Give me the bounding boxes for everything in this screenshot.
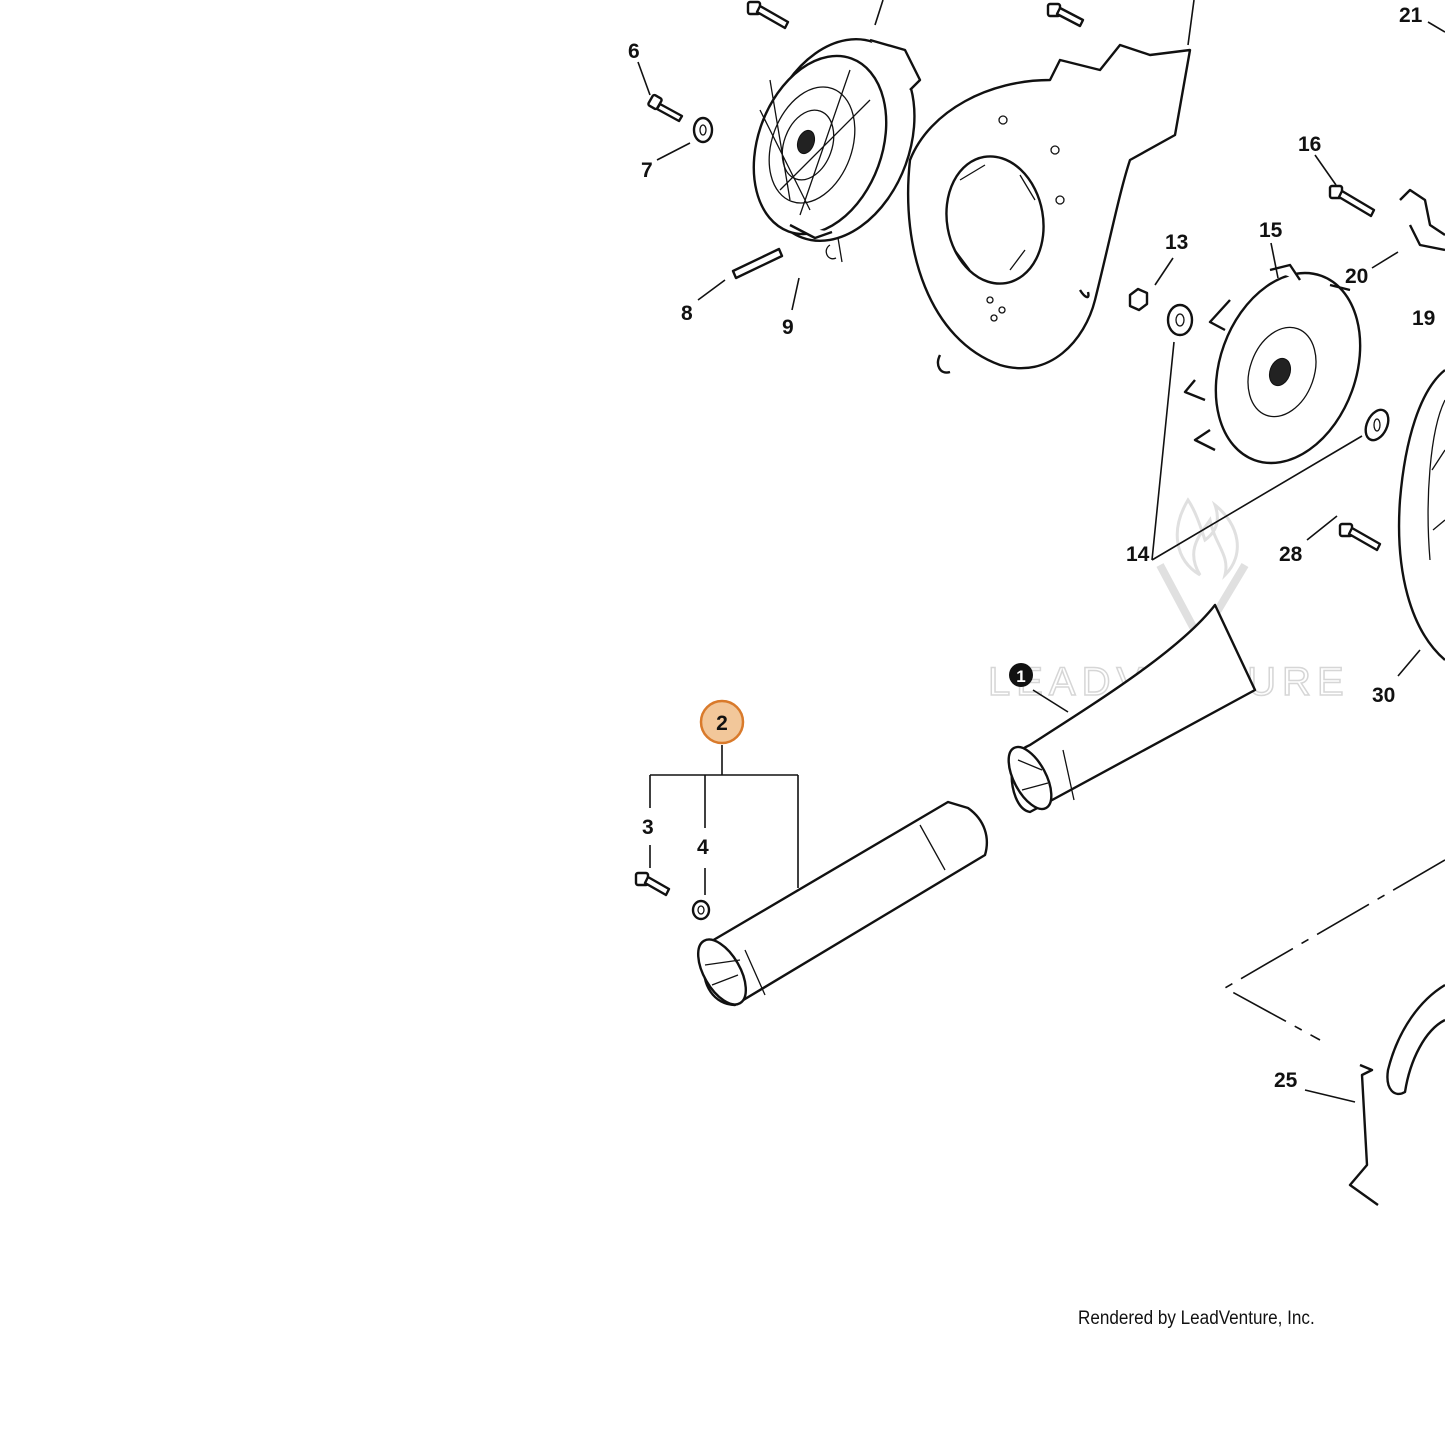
callout-28: 28 — [1279, 543, 1303, 566]
bolt-top-left — [746, 0, 790, 30]
rendered-by-credit: Rendered by LeadVenture, Inc. — [1078, 1308, 1315, 1329]
wire-25 — [1348, 1063, 1379, 1206]
bolt-3 — [634, 871, 671, 897]
callout-7: 7 — [641, 159, 653, 182]
callout-19: 19 — [1412, 307, 1435, 330]
callout-21: 21 — [1399, 4, 1423, 27]
washer-14b — [1364, 408, 1390, 442]
engine-housing — [1386, 188, 1445, 1096]
callout-16: 16 — [1298, 133, 1321, 156]
assembly-dash-line — [1223, 859, 1445, 1041]
callout-6: 6 — [628, 40, 640, 63]
recoil-starter — [752, 38, 922, 263]
pin-8 — [731, 247, 784, 280]
callout-8: 8 — [681, 302, 693, 325]
callout-1-badge[interactable]: 1 — [1009, 663, 1033, 687]
blower-housing — [906, 43, 1192, 374]
callout-4: 4 — [697, 836, 709, 859]
callout-9: 9 — [782, 316, 794, 339]
callout-13: 13 — [1165, 231, 1188, 254]
bolt-16 — [1328, 184, 1376, 218]
fan-impeller — [1183, 263, 1362, 465]
washer-14a — [1166, 303, 1194, 337]
bolt-6 — [647, 93, 684, 123]
callout-2-highlight[interactable]: 2 — [699, 699, 745, 745]
nut-13 — [1128, 287, 1149, 312]
blower-tube-2 — [696, 800, 989, 1007]
callout-3: 3 — [642, 816, 654, 839]
callout-20: 20 — [1345, 265, 1368, 288]
blower-tube-1 — [1007, 603, 1257, 814]
callout-30: 30 — [1372, 684, 1395, 707]
callout-1: 1 — [1016, 667, 1025, 686]
bolt-top-right — [1046, 2, 1085, 28]
leader-lines — [637, 0, 1445, 1103]
washer-7 — [692, 116, 714, 144]
callout-labels: 6 7 8 9 13 14 15 16 19 20 21 25 28 30 3 … — [628, 4, 1435, 1092]
nut-4 — [691, 899, 711, 921]
callout-15: 15 — [1259, 219, 1283, 242]
hardware — [634, 0, 1390, 921]
callout-2: 2 — [716, 712, 728, 735]
callout-25: 25 — [1274, 1069, 1298, 1092]
bolt-28 — [1338, 522, 1382, 552]
callout-14: 14 — [1126, 543, 1150, 566]
